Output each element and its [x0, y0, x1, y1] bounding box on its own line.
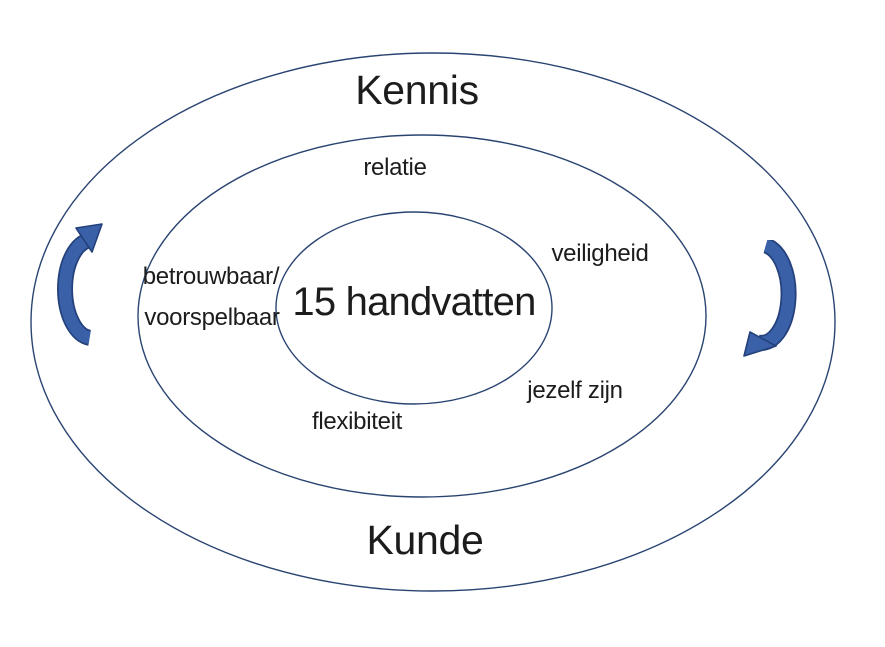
center-label: 15 handvatten	[292, 280, 536, 324]
ring-label-veiligheid: veiligheid	[551, 240, 649, 267]
outer-ring-bottom-label: Kunde	[366, 517, 484, 563]
middle-ellipse	[137, 134, 707, 498]
outer-ellipse	[30, 52, 836, 592]
rotation-arrow-left-icon	[57, 223, 103, 346]
ring-label-betrouwbaar: betrouwbaar/	[142, 263, 280, 290]
ring-label-voorspelbaar: voorspelbaar	[144, 304, 280, 331]
ring-label-flexibiteit: flexibiteit	[311, 408, 403, 435]
outer-ring-top-label: Kennis	[355, 67, 479, 113]
inner-ellipse	[275, 211, 553, 405]
rotation-arrow-right-icon	[743, 240, 797, 357]
ring-label-relatie: relatie	[363, 154, 427, 181]
ring-label-jezelf-zijn: jezelf zijn	[527, 377, 623, 404]
